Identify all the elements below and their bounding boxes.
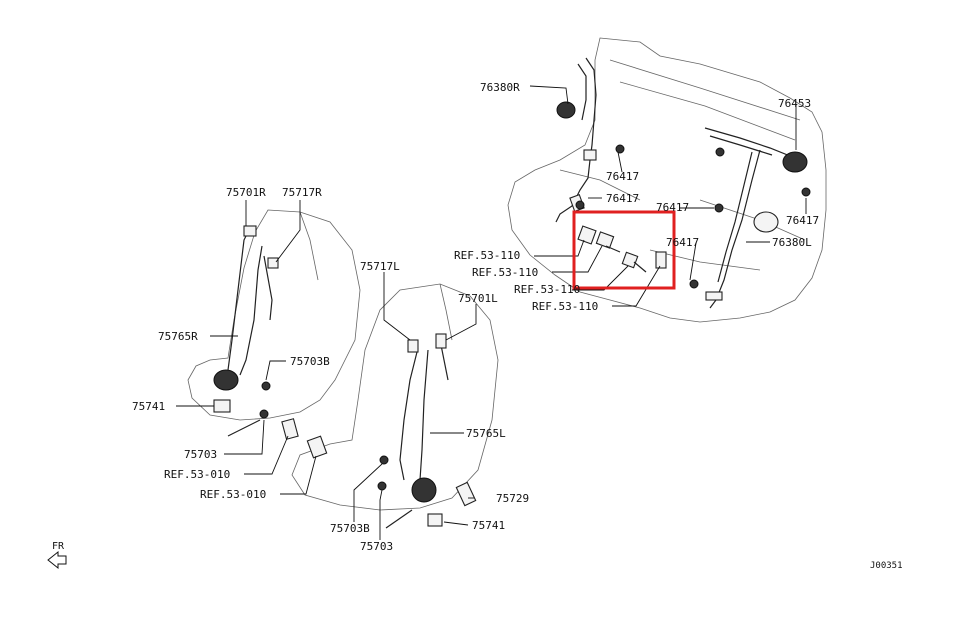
callout-ref53-010-a[interactable]: REF.53-010 xyxy=(164,468,230,481)
callout-76380R[interactable]: 76380R xyxy=(480,81,520,94)
callout-76417-d[interactable]: 76417 xyxy=(786,214,819,227)
callout-75701L[interactable]: 75701L xyxy=(458,292,498,305)
front-arrow-icon xyxy=(47,550,67,570)
callout-labels: 76380R 76453 76417 76417 76417 76417 764… xyxy=(132,81,819,553)
callout-75765L[interactable]: 75765L xyxy=(466,427,506,440)
callout-75701R[interactable]: 75701R xyxy=(226,186,266,199)
callout-76380L[interactable]: 76380L xyxy=(772,236,812,249)
callout-75703-l[interactable]: 75703 xyxy=(360,540,393,553)
front-seat-left-outline xyxy=(291,283,499,511)
callout-75717R[interactable]: 75717R xyxy=(282,186,322,199)
callout-75703B-r[interactable]: 75703B xyxy=(290,355,330,368)
callout-ref53-110-c[interactable]: REF.53-110 xyxy=(514,283,580,296)
highlight-box xyxy=(572,210,676,290)
callout-75741-r[interactable]: 75741 xyxy=(132,400,165,413)
callout-ref53-110-b[interactable]: REF.53-110 xyxy=(472,266,538,279)
callout-76417-b[interactable]: 76417 xyxy=(606,192,639,205)
rear-seat-outline xyxy=(507,37,827,323)
front-seat-right-outline xyxy=(187,209,361,421)
callout-ref53-010-b[interactable]: REF.53-010 xyxy=(200,488,266,501)
callout-75703-r[interactable]: 75703 xyxy=(184,448,217,461)
callout-75717L[interactable]: 75717L xyxy=(360,260,400,273)
front-indicator: FR xyxy=(47,541,67,570)
rear-buckles xyxy=(577,225,667,273)
front-belt-right xyxy=(213,225,328,459)
image-code: J00351 xyxy=(870,561,903,571)
front-belt-left xyxy=(377,333,477,529)
callout-ref53-110-a[interactable]: REF.53-110 xyxy=(454,249,520,262)
callout-76417-c[interactable]: 76417 xyxy=(656,201,689,214)
callout-75765R[interactable]: 75765R xyxy=(158,330,198,343)
rear-belt-right xyxy=(555,57,597,223)
front-indicator-label: FR xyxy=(52,541,65,552)
callout-75703B-l[interactable]: 75703B xyxy=(330,522,370,535)
callout-75741-l[interactable]: 75741 xyxy=(472,519,505,532)
callout-75729[interactable]: 75729 xyxy=(496,492,529,505)
leader-lines xyxy=(176,85,807,540)
callout-ref53-110-d[interactable]: REF.53-110 xyxy=(532,300,598,313)
rear-belt-left xyxy=(575,127,811,309)
callout-76417-e[interactable]: 76417 xyxy=(666,236,699,249)
callout-76417-a[interactable]: 76417 xyxy=(606,170,639,183)
callout-76453[interactable]: 76453 xyxy=(778,97,811,110)
